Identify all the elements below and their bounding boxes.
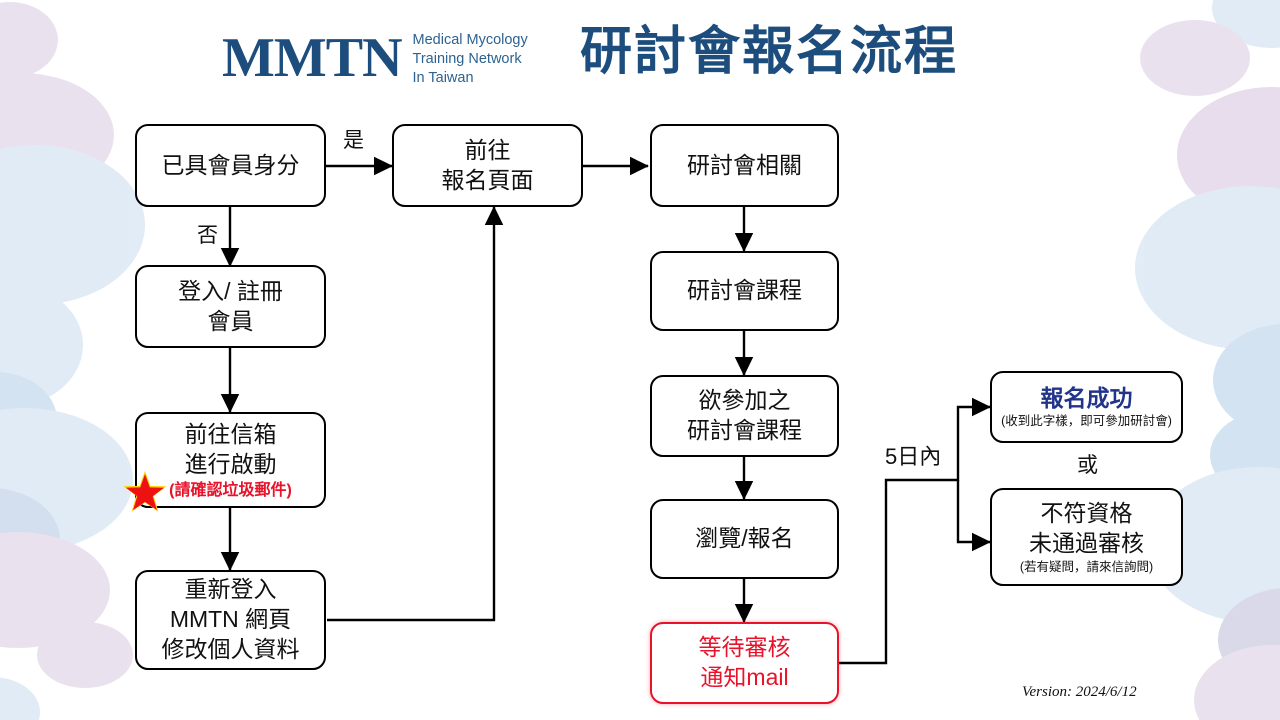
mmtn-tagline-line2: Training Network	[412, 51, 522, 68]
node-goto-signup-line2: 報名頁面	[441, 166, 534, 193]
node-desired-courses[interactable]: 欲參加之 研討會課程	[650, 375, 839, 457]
node-relogin-edit-profile[interactable]: 重新登入 MMTN 網頁 修改個人資料	[135, 570, 326, 670]
mmtn-tagline-line3: In Taiwan	[412, 70, 474, 87]
node-goto-mailbox-note: (請確認垃圾郵件)	[169, 481, 292, 499]
node-member-status-line1: 已具會員身分	[161, 151, 300, 178]
version-label: Version: 2024/6/12	[1022, 684, 1137, 700]
node-seminar-courses[interactable]: 研討會課程	[650, 251, 839, 331]
node-goto-signup-page[interactable]: 前往 報名頁面	[392, 124, 583, 207]
node-login-register-line2: 會員	[207, 307, 254, 334]
node-desired-courses-line1: 欲參加之	[698, 387, 791, 414]
node-relogin-line3: 修改個人資料	[161, 635, 300, 662]
mmtn-wordmark: MMTN	[222, 27, 403, 90]
mmtn-logo: MMTN Medical Mycology Training Network I…	[222, 28, 528, 88]
node-signup-success[interactable]: 報名成功 (收到此字樣，即可參加研討會)	[990, 371, 1183, 443]
node-not-qualified-line2: 未通過審核	[1029, 529, 1144, 556]
node-not-qualified-note: (若有疑問，請來信詢問)	[1019, 560, 1154, 575]
edge-label-or: 或	[1077, 454, 1098, 477]
star-icon	[123, 470, 167, 512]
edge-label-within-5-days: 5日內	[885, 444, 942, 469]
node-await-review-line2: 通知mail	[700, 664, 789, 690]
node-await-review-line1: 等待審核	[698, 634, 791, 661]
edge-label-yes: 是	[343, 129, 364, 152]
node-relogin-line1: 重新登入	[184, 576, 277, 603]
mmtn-tagline-line1: Medical Mycology	[412, 32, 528, 48]
node-browse-signup-line1: 瀏覽/報名	[695, 525, 794, 552]
node-goto-signup-line1: 前往	[464, 136, 511, 163]
mmtn-tagline: Medical Mycology Training Network In Tai…	[413, 28, 528, 88]
edge-label-no: 否	[197, 224, 218, 247]
node-desired-courses-line2: 研討會課程	[687, 417, 802, 443]
node-not-qualified[interactable]: 不符資格 未通過審核 (若有疑問，請來信詢問)	[990, 488, 1183, 586]
node-await-review[interactable]: 等待審核 通知mail	[650, 622, 839, 704]
node-signup-success-line1: 報名成功	[1040, 384, 1133, 411]
node-relogin-line2: MMTN 網頁	[169, 606, 292, 633]
node-seminar-courses-line1: 研討會課程	[687, 277, 802, 304]
node-signup-success-note: (收到此字樣，即可參加研討會)	[1001, 414, 1172, 429]
node-browse-signup[interactable]: 瀏覽/報名	[650, 499, 839, 579]
node-goto-mailbox-line1: 前往信箱	[184, 421, 277, 448]
node-login-register[interactable]: 登入/ 註冊 會員	[135, 265, 326, 348]
node-not-qualified-line1: 不符資格	[1040, 499, 1133, 526]
node-login-register-line1: 登入/ 註冊	[178, 277, 283, 304]
page-title: 研討會報名流程	[580, 23, 959, 81]
node-member-status[interactable]: 已具會員身分	[135, 124, 326, 207]
node-goto-mailbox-line2: 進行啟動	[184, 450, 277, 477]
node-seminar-info-line1: 研討會相關	[687, 151, 802, 178]
node-seminar-info[interactable]: 研討會相關	[650, 124, 839, 207]
